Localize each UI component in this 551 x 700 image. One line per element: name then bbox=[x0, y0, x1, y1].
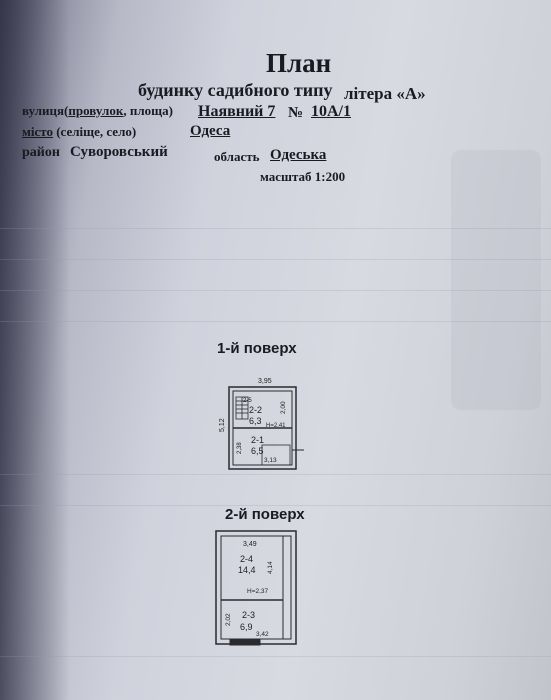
floor1-dim-right: 2,00 bbox=[280, 401, 287, 414]
floor1-dim-top: 3,95 bbox=[258, 378, 272, 385]
floor2-plan bbox=[215, 530, 297, 646]
ruled-line bbox=[0, 321, 551, 322]
floor1-room-a: 2-2 bbox=[249, 405, 262, 415]
floor1-dim-bottom: 3,13 bbox=[264, 457, 277, 464]
number-value: 10А/1 bbox=[311, 103, 351, 120]
floor2-dim-bottom: 3,42 bbox=[256, 631, 269, 638]
ruled-line bbox=[0, 228, 551, 229]
page-shadow bbox=[0, 0, 70, 700]
floor1-stair-label: 2-5 bbox=[243, 398, 252, 404]
ruled-line bbox=[0, 290, 551, 291]
floor1-porch bbox=[261, 444, 291, 466]
floor2-heading: 2-й поверх bbox=[225, 506, 305, 523]
district-label: район bbox=[22, 145, 60, 160]
floor2-balcony bbox=[282, 535, 292, 640]
region-value: Одеська bbox=[270, 147, 327, 163]
floor2-room-b-area: 6,9 bbox=[240, 622, 253, 632]
floor2-dim-right: 4,14 bbox=[267, 561, 274, 574]
number-sign: № bbox=[288, 105, 304, 121]
ruled-line bbox=[0, 259, 551, 260]
city-value: Одеса bbox=[190, 123, 231, 139]
litera-label: літера «А» bbox=[344, 84, 426, 103]
floor2-room-b: 2-3 bbox=[242, 610, 255, 620]
street-value: Наявний 7 bbox=[198, 103, 276, 120]
street-label: вулиця(провулок, площа) bbox=[22, 103, 173, 118]
floor1-room-b: 2-1 bbox=[251, 435, 264, 445]
floor2-height: H=2,37 bbox=[247, 588, 269, 595]
bleed-through-marks bbox=[451, 150, 541, 410]
floor1-outer-wall bbox=[228, 386, 297, 470]
floor1-dim-inner: 2,38 bbox=[237, 442, 243, 454]
ruled-line bbox=[0, 656, 551, 657]
district-value: Суворовський bbox=[70, 144, 168, 160]
floor2-room-a-area: 14,4 bbox=[238, 565, 256, 575]
floor1-heading: 1-й поверх bbox=[217, 340, 297, 357]
floor1-room-b-area: 6,5 bbox=[251, 446, 264, 456]
scale-label: масштаб 1:200 bbox=[260, 169, 346, 184]
floor1-stair bbox=[235, 396, 249, 420]
ruled-line bbox=[0, 505, 551, 506]
page-title: План bbox=[266, 48, 332, 78]
city-label: місто (селіще, село) bbox=[22, 124, 137, 139]
region-label: область bbox=[214, 149, 260, 164]
floor2-room-a: 2-4 bbox=[240, 554, 253, 564]
page-subtitle: будинку садибного типу bbox=[138, 80, 333, 100]
floor2-dim-left: 2,02 bbox=[225, 613, 232, 626]
floor1-height: H=2,41 bbox=[266, 423, 286, 429]
floor1-room-a-area: 6,3 bbox=[249, 416, 262, 426]
floor1-plan bbox=[228, 386, 304, 470]
ruled-line bbox=[0, 474, 551, 475]
floor2-window bbox=[229, 638, 261, 646]
floor1-dim-left: 5,12 bbox=[219, 418, 226, 432]
floor2-dim-top: 3,49 bbox=[243, 541, 257, 548]
